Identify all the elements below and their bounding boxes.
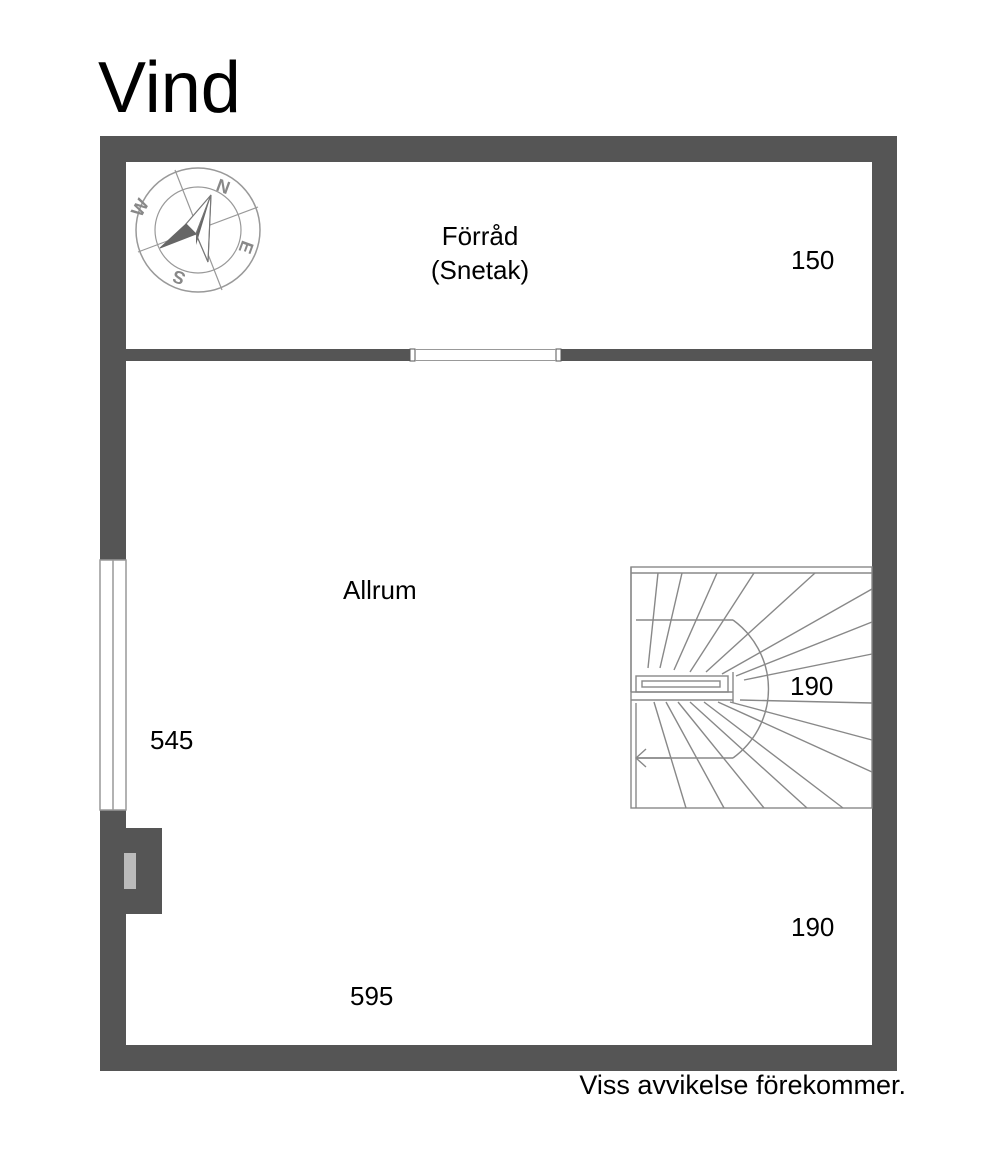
west-window: [99, 559, 127, 811]
chimney: [100, 828, 162, 914]
outer-walls: [100, 136, 897, 1071]
compass-south: S: [170, 266, 188, 289]
stair-width-label: 190: [790, 671, 834, 701]
compass-north: N: [214, 175, 233, 198]
living-room-label: Allrum: [343, 575, 417, 605]
storage-label-line1: Förråd: [441, 221, 519, 251]
staircase: [630, 566, 873, 809]
compass-east: E: [235, 238, 258, 256]
compass-rose: N W E S: [127, 167, 261, 293]
interior-wall: [126, 348, 872, 362]
south-length-label: 595: [350, 981, 394, 1011]
plan-title: Vind: [98, 48, 241, 128]
disclaimer-text: Viss avvikelse förekommer.: [579, 1070, 906, 1100]
west-length-label: 545: [150, 725, 194, 755]
compass-west: W: [127, 195, 153, 220]
storage-label-line2: (Snetak): [430, 254, 530, 285]
storage-room-label: Förråd (Snetak): [418, 220, 542, 288]
east-lower-label: 190: [791, 912, 835, 942]
storage-depth-label: 150: [791, 245, 835, 275]
